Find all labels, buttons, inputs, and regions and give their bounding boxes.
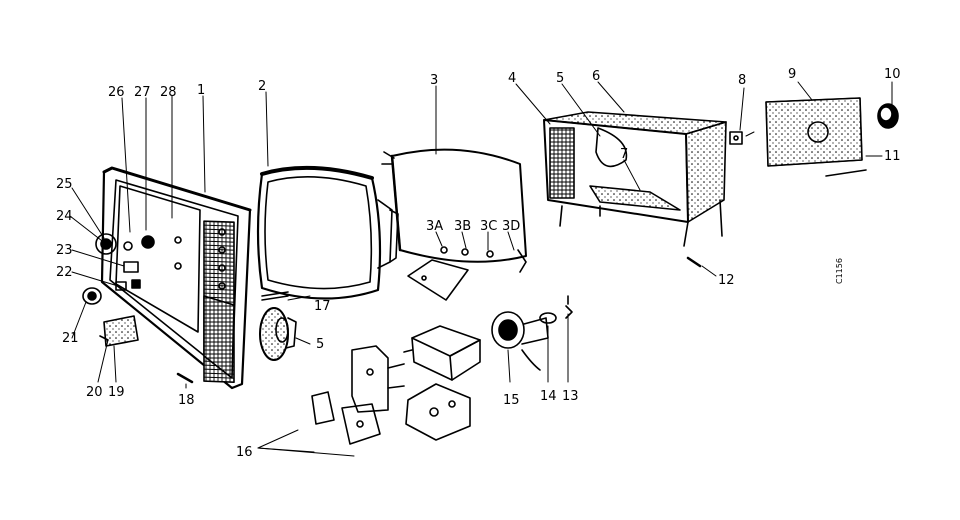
label-part-3: 3 bbox=[430, 73, 438, 88]
label-part-3d: 3D bbox=[502, 219, 520, 234]
label-part-20: 20 bbox=[86, 385, 103, 400]
cover-plate-part bbox=[407, 259, 469, 301]
label-part-10: 10 bbox=[884, 67, 901, 82]
leader-lines bbox=[69, 81, 893, 457]
hardware-part-13 bbox=[565, 295, 573, 319]
picture-tube-part bbox=[256, 165, 399, 300]
knob-part-10 bbox=[877, 103, 899, 129]
label-part-21: 21 bbox=[62, 331, 79, 346]
bracket-part-19 bbox=[99, 315, 139, 347]
rear-tube-cover-part bbox=[381, 148, 527, 273]
screw-part-12 bbox=[686, 256, 702, 268]
transformer-box-part bbox=[403, 325, 481, 381]
label-part-27: 27 bbox=[134, 85, 151, 100]
label-part-23: 23 bbox=[56, 243, 73, 258]
part-labels: 1 2 3 3A 3B 3C 3D 4 5 6 7 8 9 10 11 12 1… bbox=[56, 67, 901, 460]
label-part-19: 19 bbox=[108, 385, 125, 400]
label-part-3c: 3C bbox=[480, 219, 497, 234]
label-part-28: 28 bbox=[160, 85, 177, 100]
clip-part-8 bbox=[729, 131, 743, 145]
hardware-part-14 bbox=[539, 312, 557, 324]
label-part-5-speaker: 5 bbox=[316, 337, 324, 352]
figure-code: C1156 bbox=[835, 258, 844, 284]
label-part-4: 4 bbox=[508, 71, 516, 86]
screw-part-18 bbox=[176, 372, 194, 384]
label-part-3a: 3A bbox=[426, 219, 443, 234]
hardware-part-17 bbox=[261, 291, 289, 301]
label-part-3b: 3B bbox=[454, 219, 471, 234]
speaker-part bbox=[259, 307, 297, 361]
label-part-6: 6 bbox=[592, 69, 600, 84]
cabinet-part bbox=[543, 111, 727, 247]
front-bezel-part bbox=[100, 166, 252, 390]
chassis-assembly-part bbox=[311, 345, 471, 445]
label-part-25: 25 bbox=[56, 177, 73, 192]
label-part-18: 18 bbox=[178, 393, 195, 408]
label-part-22: 22 bbox=[56, 265, 73, 280]
label-part-7: 7 bbox=[620, 147, 628, 162]
rear-speaker-part bbox=[491, 311, 549, 371]
label-part-11: 11 bbox=[884, 149, 901, 164]
front-knobs-parts bbox=[82, 233, 155, 305]
label-part-2: 2 bbox=[258, 79, 266, 94]
label-part-15: 15 bbox=[503, 393, 520, 408]
label-part-8: 8 bbox=[738, 73, 746, 88]
label-part-12: 12 bbox=[718, 273, 735, 288]
label-part-17: 17 bbox=[314, 299, 331, 314]
label-part-5-cabinet: 5 bbox=[556, 71, 564, 86]
label-part-13: 13 bbox=[562, 389, 579, 404]
label-part-16: 16 bbox=[236, 445, 253, 460]
back-panel-part bbox=[765, 97, 867, 177]
label-part-26: 26 bbox=[108, 85, 125, 100]
label-part-14: 14 bbox=[540, 389, 557, 404]
label-part-24: 24 bbox=[56, 209, 73, 224]
label-part-1: 1 bbox=[197, 83, 205, 98]
label-part-9: 9 bbox=[788, 67, 796, 82]
